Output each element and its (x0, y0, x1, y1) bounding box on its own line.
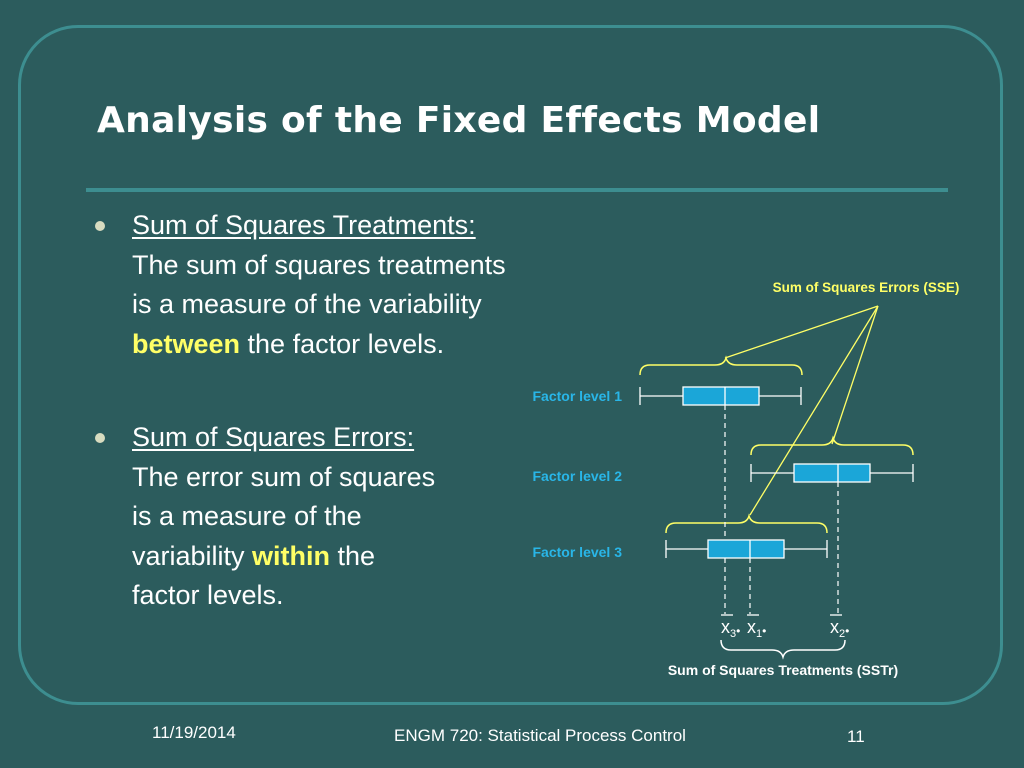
sse-pointer-lines (724, 305, 879, 516)
mean-x3: x3• (721, 617, 740, 640)
title-divider (86, 188, 948, 192)
slide-frame (18, 25, 1003, 705)
bullet-2-line-3-start: variability (132, 540, 253, 571)
mean-x1-subscript: 1 (756, 628, 762, 640)
sse-pointer-2 (831, 305, 879, 445)
mean-x3-symbol: x (721, 617, 730, 637)
bullet-1-heading: Sum of Squares Treatments: (132, 210, 476, 240)
brace-factor-1 (639, 355, 803, 376)
mean-x2: x2• (830, 617, 849, 640)
factor-level-2-label: Factor level 2 (533, 468, 623, 484)
mean-x3-subscript: 3 (730, 628, 736, 640)
mean-x1: x1• (747, 617, 766, 640)
sstr-brace (720, 639, 846, 660)
bullet-2-line-1: The error sum of squares (132, 461, 436, 492)
slide-title: Analysis of the Fixed Effects Model (97, 100, 821, 141)
brace-factor-2 (750, 435, 914, 456)
mean-x2-symbol: x (830, 617, 839, 637)
bullet-marker-2 (95, 433, 105, 443)
brace-factor-3 (665, 513, 828, 534)
highlight-between: between (132, 328, 241, 359)
sse-label: Sum of Squares Errors (SSE) (773, 280, 960, 295)
mean-dashed-lines (724, 405, 839, 614)
mean-x1-symbol: x (747, 617, 756, 637)
footer-date: 11/19/2014 (152, 723, 236, 742)
factor-level-1-label: Factor level 1 (533, 388, 623, 404)
mean-x3-dot: • (736, 624, 740, 638)
sse-pointer-3 (749, 305, 879, 516)
box-3 (707, 539, 785, 559)
mean-x2-dot: • (845, 624, 849, 638)
highlight-within: within (252, 540, 331, 571)
bullet-2-line-3: variability within the (132, 537, 435, 577)
boxplot-factor-1 (639, 386, 802, 406)
bullet-2-line-4: factor levels. (132, 580, 284, 610)
boxplot-factor-2 (750, 463, 914, 483)
footer-page-number: 11 (847, 727, 865, 746)
mean-x1-dot: • (762, 624, 766, 638)
mean-x2-subscript: 2 (839, 628, 845, 640)
bullet-2-heading: Sum of Squares Errors: (132, 422, 415, 452)
sse-pointer-1 (724, 305, 879, 359)
box-1 (682, 386, 760, 406)
bullet-1-line-3: between the factor levels. (132, 325, 506, 365)
mean-labels: x3• x1• x2• (721, 614, 849, 640)
footer-course: ENGM 720: Statistical Process Control (394, 726, 686, 745)
bullet-2-line-2: is a measure of the (132, 501, 362, 531)
bullet-2-line-3-rest: the (330, 540, 376, 571)
sstr-label: Sum of Squares Treatments (SSTr) (668, 662, 898, 678)
boxplot-factor-3 (665, 539, 828, 559)
bullet-1-line-3-rest: the factor levels. (240, 328, 445, 359)
bullet-1-line-1: The sum of squares treatments (132, 249, 506, 280)
factor-level-3-label: Factor level 3 (533, 544, 623, 560)
box-2 (793, 463, 871, 483)
sse-braces (639, 355, 914, 534)
bullet-2-text: Sum of Squares Errors: The error sum of … (132, 418, 435, 616)
bullet-1-line-2: is a measure of the variability (132, 289, 482, 319)
bullet-1-text: Sum of Squares Treatments: The sum of sq… (132, 206, 506, 364)
bullet-marker-1 (95, 221, 105, 231)
